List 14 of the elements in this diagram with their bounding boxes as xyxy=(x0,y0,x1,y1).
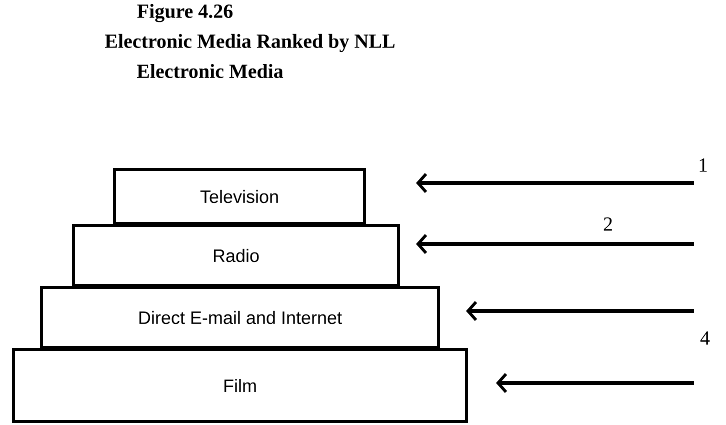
figure-title: Figure 4.26 xyxy=(137,4,233,22)
arrow xyxy=(416,234,694,254)
arrow xyxy=(466,301,694,321)
tier-box: Radio xyxy=(72,224,400,287)
rank-number: 1 xyxy=(700,158,707,172)
tier-box: Television xyxy=(113,168,366,225)
figure-title: Electronic Media Ranked by NLL xyxy=(104,34,395,52)
rank-number: 2 xyxy=(604,217,612,231)
tier-box: Direct E-mail and Internet xyxy=(40,286,440,349)
rank-number: 4 xyxy=(700,331,710,345)
arrow xyxy=(416,173,694,193)
figure-title: Electronic Media xyxy=(136,64,284,78)
arrow xyxy=(496,373,694,393)
tier-box: Film xyxy=(12,348,468,423)
